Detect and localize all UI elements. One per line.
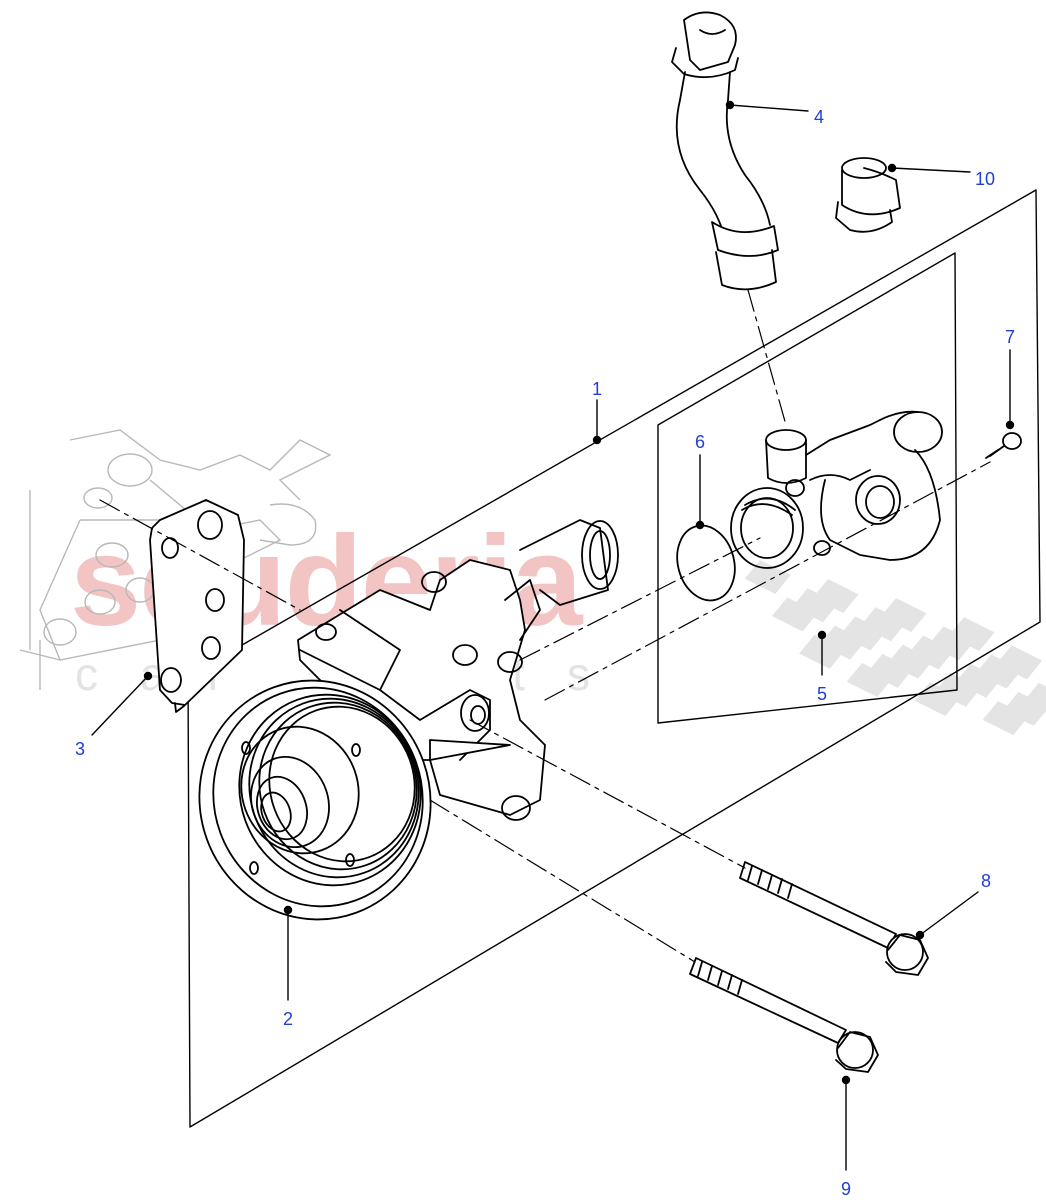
checker-square (935, 672, 981, 707)
linework (91, 11, 1041, 1171)
callout-number-2: 2 (283, 1009, 293, 1029)
leader-dot-4 (725, 100, 735, 110)
checker-square (1003, 691, 1046, 726)
engine-block-ghost (19, 429, 332, 690)
checker-square (819, 625, 866, 660)
leader-dot-9 (841, 1075, 851, 1085)
checker-square (982, 701, 1029, 736)
callout-number-4: 4 (814, 107, 824, 127)
callout-number-3: 3 (75, 739, 85, 759)
callout-number-6: 6 (695, 432, 705, 452)
thermostat-housing (730, 410, 1022, 569)
callout-number-8: 8 (981, 871, 991, 891)
checker-square (955, 663, 1002, 698)
leader-dot-5 (817, 630, 827, 640)
gasket (149, 499, 245, 713)
checker-square (792, 588, 839, 623)
assembly-frame-1 (187, 189, 1041, 1128)
leader-dot-1 (592, 435, 602, 445)
cap-part (835, 157, 901, 233)
leader-lines (91, 100, 1015, 1171)
leader-dot-8 (915, 930, 925, 940)
leader-line-4 (729, 104, 809, 112)
checker-square (914, 682, 961, 717)
callout-numbers: 1 2 3 4 5 6 7 8 9 10 (75, 107, 1015, 1199)
leader-line-10 (891, 167, 971, 173)
coolant-hose (671, 11, 779, 291)
checker-square (744, 560, 791, 594)
checker-square (928, 626, 975, 661)
checker-square (907, 635, 954, 670)
checker-pattern (744, 560, 1046, 736)
leader-dot-10 (887, 163, 897, 173)
assembly-frame-5 (657, 252, 958, 724)
bolt-long (739, 861, 929, 976)
leader-dot-7 (1005, 420, 1015, 430)
centre-lines (99, 289, 991, 963)
leader-line-3 (91, 675, 149, 736)
callout-number-5: 5 (817, 684, 827, 704)
checker-square (860, 607, 907, 642)
checker-square (812, 579, 859, 614)
checker-square (996, 645, 1043, 680)
callout-number-10: 10 (975, 169, 995, 189)
leader-dot-3 (143, 671, 153, 681)
checker-square (839, 616, 886, 651)
checker-square (771, 597, 818, 632)
callout-number-9: 9 (841, 1179, 851, 1199)
checker-square (867, 653, 913, 688)
callout-number-7: 7 (1005, 327, 1015, 347)
leader-dot-6 (695, 520, 705, 530)
checker-square (975, 654, 1022, 689)
leader-dot-2 (283, 905, 293, 915)
leader-line-8 (919, 891, 979, 936)
checker-square (846, 663, 893, 698)
bolt-short (689, 957, 879, 1073)
callout-number-1: 1 (592, 379, 602, 399)
checker-square (880, 598, 927, 633)
pulley (198, 679, 432, 921)
checker-square (948, 617, 995, 652)
checker-square (887, 644, 934, 679)
